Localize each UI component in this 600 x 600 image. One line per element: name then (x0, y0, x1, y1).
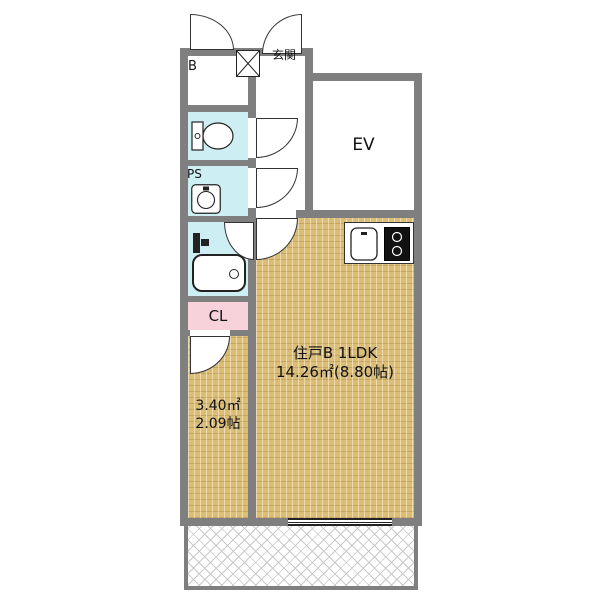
toilet-icon (191, 117, 235, 155)
main-room-label: 住戸B 1LDK 14.26㎡(8.80帖) (256, 344, 414, 382)
sliding-window-icon (288, 518, 392, 526)
wall (180, 518, 288, 526)
wall (180, 160, 256, 166)
west-room-label: 3.40㎡ 2.09帖 (188, 398, 248, 433)
window-rail (288, 522, 392, 523)
balcony (184, 526, 418, 590)
west-room-door-arc-icon (190, 336, 230, 374)
meter-box-label: B (188, 59, 197, 74)
closet-label: CL (208, 306, 228, 325)
wall (180, 48, 188, 526)
wall (248, 208, 256, 518)
west-room-label-line1: 3.40㎡ (195, 398, 241, 414)
elevator-room: EV (313, 81, 414, 210)
wall (296, 210, 422, 218)
shoe-cabinet-icon (236, 50, 260, 77)
kitchen-counter (344, 222, 414, 264)
kitchen-sink-icon (350, 227, 378, 261)
entrance-label: 玄関 (271, 48, 296, 62)
pipe-space-label: PS (187, 167, 202, 181)
wall (392, 518, 422, 526)
wall (180, 296, 256, 302)
bathtub-drain-icon (229, 269, 239, 279)
wall (180, 105, 256, 112)
wall (305, 48, 313, 218)
closet-room: CL (188, 302, 248, 330)
wall (414, 73, 422, 526)
faucet-icon (192, 232, 210, 254)
main-room-label-line1: 住戸B 1LDK (292, 344, 378, 362)
main-room-label-line2: 14.26㎡(8.80帖) (275, 362, 395, 381)
wall (230, 330, 256, 336)
wall (305, 73, 422, 81)
west-room-label-line2: 2.09帖 (195, 415, 241, 432)
wall (248, 48, 256, 118)
bathtub-icon (192, 254, 246, 292)
meter-box-door-arc-icon (190, 14, 234, 50)
washbasin-icon (191, 184, 221, 214)
elevator-label: EV (352, 134, 375, 155)
wall (180, 216, 256, 222)
stove-icon (384, 227, 410, 261)
main-room (256, 218, 414, 518)
wall (180, 330, 190, 336)
